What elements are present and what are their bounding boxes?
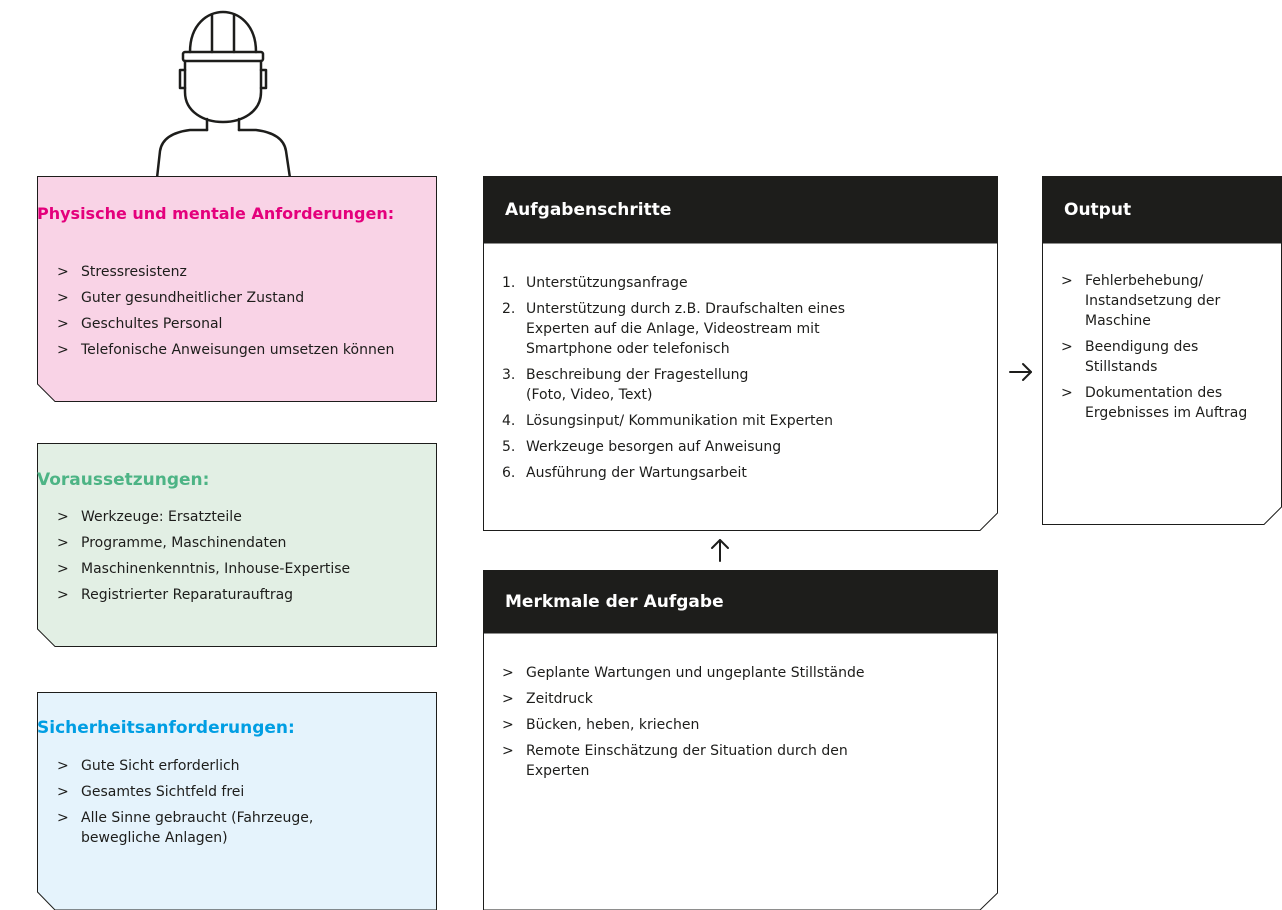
list-item: Programme, Maschinendaten bbox=[57, 533, 432, 553]
features-panel: Geplante Wartungen und ungeplante Stills… bbox=[483, 632, 998, 910]
step-text: Lösungsinput/ Kommunikation mit Experten bbox=[526, 413, 834, 429]
output-header: Output bbox=[1042, 176, 1282, 243]
physical-requirements-panel: Physische und mentale Anforderungen: Str… bbox=[37, 176, 437, 402]
list-item: 3. Beschreibung der Fragestellung (Foto, … bbox=[502, 365, 766, 405]
output-list: Fehlerbehebung/ Instandsetzung der Masch… bbox=[1061, 271, 1261, 429]
list-item: Remote Einschätzung der Situation durch … bbox=[502, 741, 906, 781]
prerequisites-panel: Voraussetzungen: Werkzeuge: Ersatzteile … bbox=[37, 443, 437, 647]
list-item: 4. Lösungsinput/ Kommunikation mit Expert… bbox=[502, 411, 922, 431]
prerequisites-list: Werkzeuge: Ersatzteile Programme, Maschi… bbox=[57, 507, 432, 611]
list-item: Gesamtes Sichtfeld frei bbox=[57, 782, 357, 802]
step-text: Unterstützung durch z.B. Draufschalten e… bbox=[526, 301, 846, 357]
step-text: Beschreibung der Fragestellung (Foto, Vi… bbox=[526, 367, 749, 403]
list-item: Telefonische Anweisungen umsetzen können bbox=[57, 340, 432, 360]
list-item: Beendigung des Stillstands bbox=[1061, 337, 1235, 377]
prerequisites-title: Voraussetzungen: bbox=[37, 470, 210, 490]
step-number: 1. bbox=[502, 275, 516, 291]
list-item: Geplante Wartungen und ungeplante Stills… bbox=[502, 663, 922, 683]
safety-title: Sicherheitsanforderungen: bbox=[37, 718, 295, 738]
list-item: Registrierter Reparaturauftrag bbox=[57, 585, 432, 605]
steps-header-label: Aufgabenschritte bbox=[505, 199, 672, 220]
features-header: Merkmale der Aufgabe bbox=[483, 570, 998, 633]
list-item: Bücken, heben, kriechen bbox=[502, 715, 922, 735]
list-item: Maschinenkenntnis, Inhouse-Expertise bbox=[57, 559, 432, 579]
list-item: Geschultes Personal bbox=[57, 314, 432, 334]
steps-panel-shape bbox=[483, 242, 998, 531]
worker-helmet-icon bbox=[155, 10, 292, 178]
step-text: Unterstützungsanfrage bbox=[526, 275, 688, 291]
step-number: 4. bbox=[502, 413, 516, 429]
list-item: Dokumentation des Ergebnisses im Auftrag bbox=[1061, 383, 1257, 423]
step-text: Ausführung der Wartungsarbeit bbox=[526, 465, 747, 481]
list-item: Werkzeuge: Ersatzteile bbox=[57, 507, 432, 527]
list-item: Gute Sicht erforderlich bbox=[57, 756, 357, 776]
step-number: 2. bbox=[502, 301, 516, 317]
list-item: Fehlerbehebung/ Instandsetzung der Masch… bbox=[1061, 271, 1253, 331]
step-text: Werkzeuge besorgen auf Anweisung bbox=[526, 439, 782, 455]
features-header-label: Merkmale der Aufgabe bbox=[505, 591, 724, 612]
list-item: Guter gesundheitlicher Zustand bbox=[57, 288, 432, 308]
arrow-up-icon bbox=[711, 539, 729, 562]
list-item: Alle Sinne gebraucht (Fahrzeuge, bewegli… bbox=[57, 808, 357, 848]
step-number: 3. bbox=[502, 367, 516, 383]
output-header-label: Output bbox=[1064, 199, 1132, 220]
features-list: Geplante Wartungen und ungeplante Stills… bbox=[502, 663, 922, 787]
steps-panel: 1. Unterstützungsanfrage 2. Unterstützung … bbox=[483, 242, 998, 531]
list-item: Stressresistenz bbox=[57, 262, 432, 282]
steps-list: 1. Unterstützungsanfrage 2. Unterstützung … bbox=[502, 273, 922, 489]
physical-list: Stressresistenz Guter gesundheitlicher Z… bbox=[57, 262, 432, 366]
list-item: Zeitdruck bbox=[502, 689, 922, 709]
step-number: 5. bbox=[502, 439, 516, 455]
steps-header: Aufgabenschritte bbox=[483, 176, 998, 243]
safety-list: Gute Sicht erforderlich Gesamtes Sichtfe… bbox=[57, 756, 357, 854]
list-item: 1. Unterstützungsanfrage bbox=[502, 273, 922, 293]
list-item: 2. Unterstützung durch z.B. Draufschalten… bbox=[502, 299, 866, 359]
step-number: 6. bbox=[502, 465, 516, 481]
list-item: 5. Werkzeuge besorgen auf Anweisung bbox=[502, 437, 922, 457]
arrow-right-icon bbox=[1009, 363, 1032, 381]
safety-panel: Sicherheitsanforderungen: Gute Sicht erf… bbox=[37, 692, 437, 910]
list-item: 6. Ausführung der Wartungsarbeit bbox=[502, 463, 922, 483]
output-panel: Fehlerbehebung/ Instandsetzung der Masch… bbox=[1042, 242, 1282, 525]
physical-title: Physische und mentale Anforderungen: bbox=[37, 204, 395, 223]
